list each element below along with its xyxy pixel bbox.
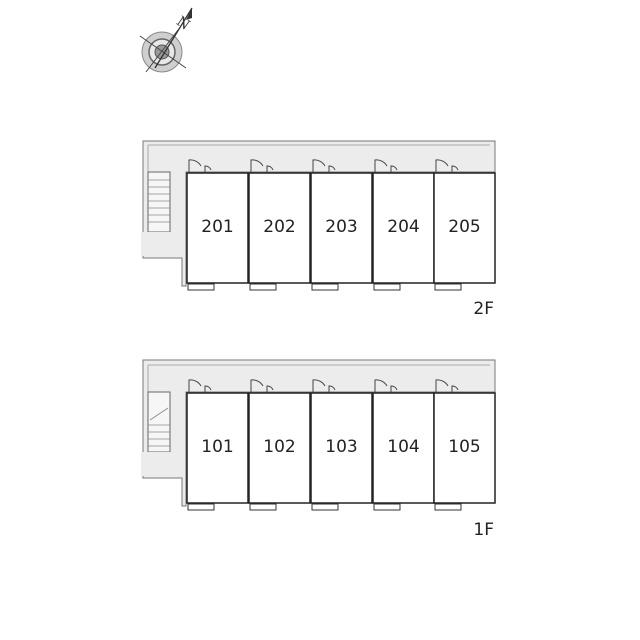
unit-104[interactable] (372, 379, 435, 511)
unit-204[interactable] (372, 159, 435, 291)
staircase (147, 391, 171, 453)
unit-label-205: 205 (448, 217, 480, 237)
floor-label-1f: 1F (473, 520, 494, 540)
unit-203[interactable] (310, 159, 373, 291)
unit-label-202: 202 (263, 217, 295, 237)
unit-202[interactable] (248, 159, 311, 291)
unit-105[interactable] (433, 379, 496, 511)
unit-label-104: 104 (387, 437, 419, 457)
unit-101[interactable] (186, 379, 249, 511)
unit-label-203: 203 (325, 217, 357, 237)
floor-1f-plan: 101 102 103 104 105 1F (141, 359, 496, 540)
unit-label-105: 105 (448, 437, 480, 457)
unit-201[interactable] (186, 159, 249, 291)
unit-205[interactable] (433, 159, 496, 291)
unit-label-102: 102 (263, 437, 295, 457)
staircase (147, 171, 171, 233)
compass-rose-icon (139, 7, 193, 73)
unit-102[interactable] (248, 379, 311, 511)
unit-label-101: 101 (201, 437, 233, 457)
unit-label-201: 201 (201, 217, 233, 237)
unit-103[interactable] (310, 379, 373, 511)
unit-label-103: 103 (325, 437, 357, 457)
unit-label-204: 204 (387, 217, 419, 237)
floor-2f-plan: 201 202 203 204 205 2F (141, 140, 496, 319)
floor-label-2f: 2F (473, 299, 494, 319)
